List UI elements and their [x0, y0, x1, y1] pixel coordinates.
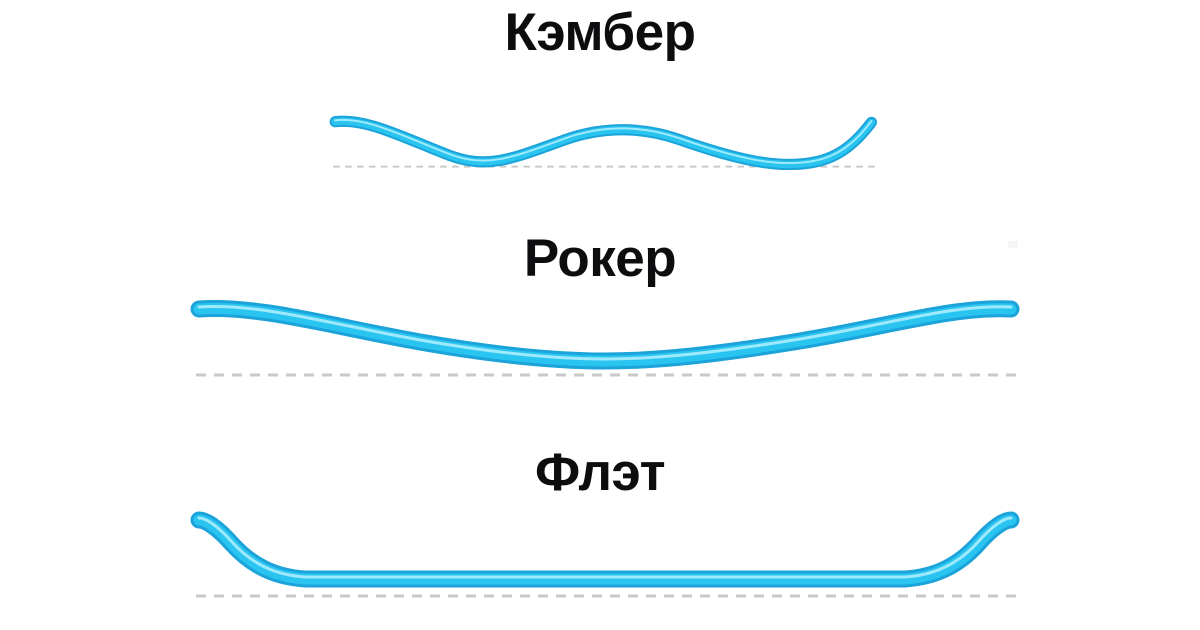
section-flat: Флэт: [0, 424, 1200, 630]
board-outline-rocker: [190, 300, 1020, 370]
section-camber: Кэмбер: [0, 0, 1200, 212]
section-title-camber: Кэмбер: [504, 3, 696, 62]
section-title-rocker: Рокер: [523, 229, 677, 288]
section-title-flat: Флэт: [534, 443, 666, 502]
board-outline-flat: [190, 511, 1020, 588]
board-core-camber: [331, 117, 876, 169]
board-highlight-flat: [197, 516, 1013, 579]
section-rocker: Рокер: [0, 212, 1200, 424]
board-highlight-camber: [334, 118, 873, 165]
illustration-flat: [0, 499, 1200, 624]
illustration-rocker: [0, 285, 1200, 415]
board-core-flat: [193, 514, 1017, 585]
illustration-camber: [0, 59, 1200, 199]
board-highlight-rocker: [197, 305, 1013, 361]
board-core-rocker: [193, 303, 1017, 367]
